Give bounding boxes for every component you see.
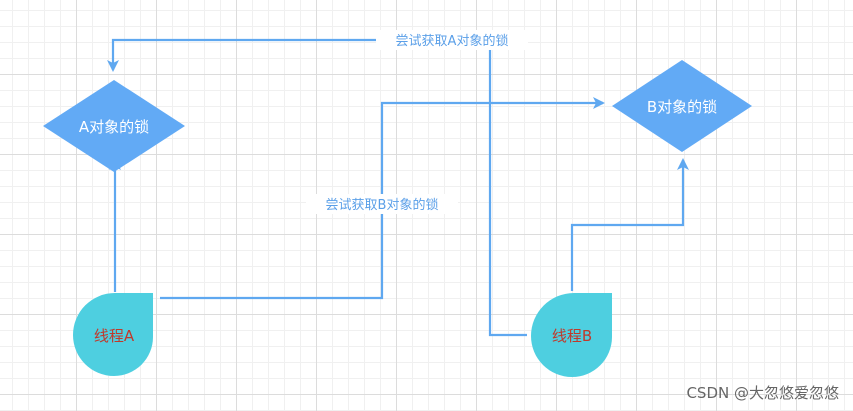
lock-a-diamond[interactable] [43,80,185,172]
lock-b-diamond[interactable] [612,60,752,152]
thread-b-shape[interactable] [531,293,612,377]
edge-label-try-lock-b: 尝试获取B对象的锁 [326,197,439,213]
thread-a-shape[interactable] [73,293,153,376]
edge-threadb-to-lockb [570,158,689,291]
edge-label-bg-try-lock-b [306,194,458,214]
watermark: CSDN @大忽悠爱忽悠 [686,384,839,402]
edge-label-try-lock-a: 尝试获取A对象的锁 [396,33,509,49]
lock-b-label: B对象的锁 [647,98,717,116]
thread-b-label: 线程B [552,327,592,345]
edge-threadb-to-locka [107,38,527,337]
edge-label-bg-try-lock-a [376,30,528,50]
thread-a-label: 线程A [94,327,135,345]
lock-a-label: A对象的锁 [79,118,149,136]
